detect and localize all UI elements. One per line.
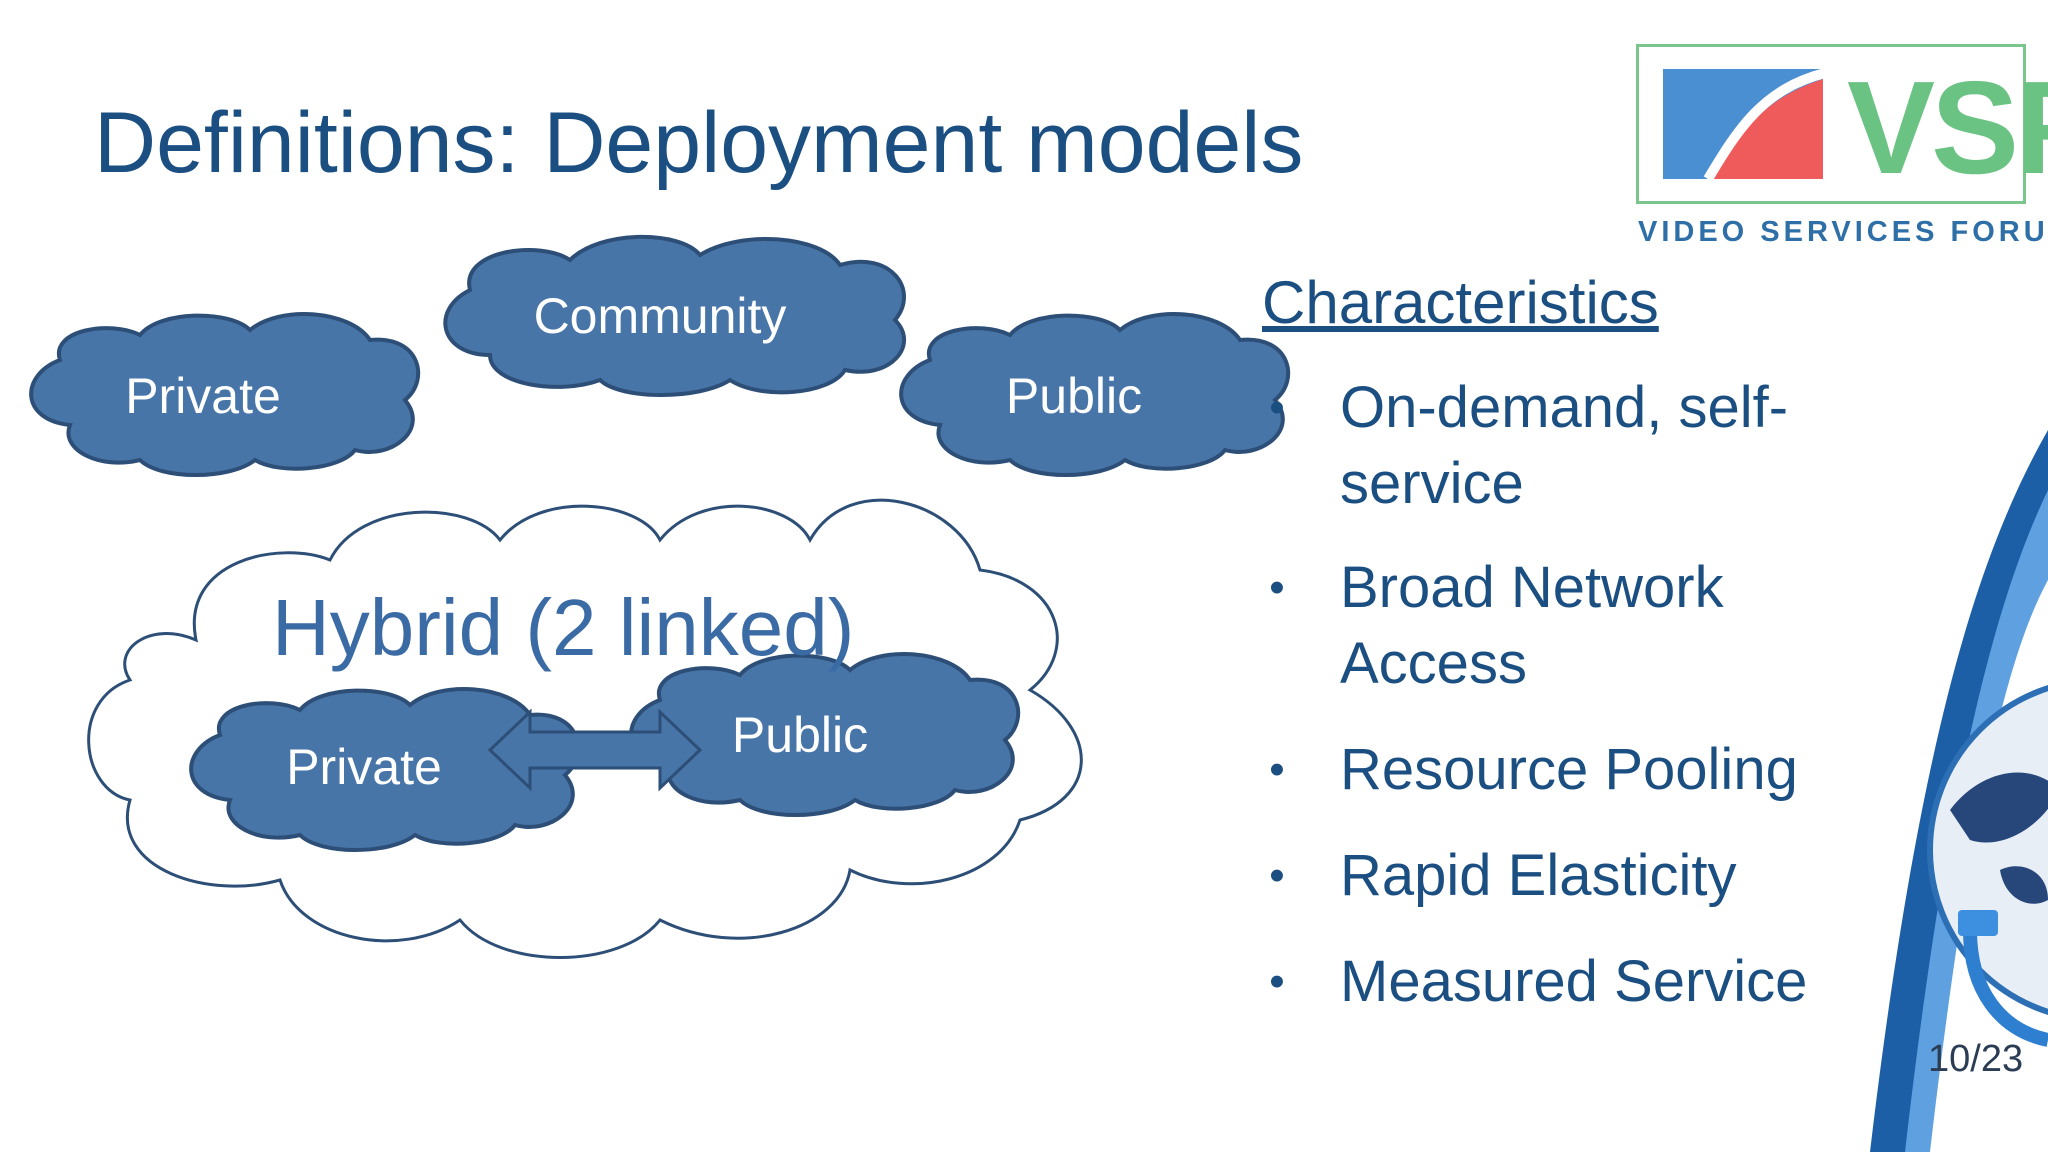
characteristics-heading: Characteristics: [1262, 269, 1659, 336]
list-item-text: Measured Service: [1340, 949, 1808, 1014]
bullet-icon: •: [1269, 745, 1285, 794]
hybrid-public-cloud: [629, 652, 1021, 817]
globe-decoration-icon: [1870, 430, 2048, 1152]
community-cloud: [443, 234, 907, 397]
bullet-icon: •: [1269, 563, 1285, 612]
private-cloud: [29, 312, 421, 477]
list-item: • Resource Pooling: [1262, 732, 1862, 808]
hybrid-title: Hybrid (2 linked): [272, 583, 855, 672]
vsf-logo: VSF VIDEO SERVICES FORUM: [1636, 44, 2048, 250]
logo-mark-text: VSF: [1847, 54, 2048, 201]
list-item-text: Broad Network Access: [1340, 555, 1724, 696]
list-item: • On-demand, self-service: [1262, 370, 1862, 522]
page-number: 10/23: [1928, 1038, 2024, 1080]
logo-frame: VSF: [1636, 44, 2048, 204]
list-item: • Measured Service: [1262, 944, 1862, 1020]
bullet-icon: •: [1269, 957, 1285, 1006]
hybrid-private-label: Private: [286, 739, 442, 795]
hybrid-public-label: Public: [731, 707, 869, 763]
characteristics-list: • On-demand, self-service • Broad Networ…: [1262, 370, 1862, 1050]
community-label: Community: [533, 288, 787, 344]
list-item-text: Resource Pooling: [1340, 737, 1798, 802]
list-item: • Rapid Elasticity: [1262, 838, 1862, 914]
link-arrow-icon: [487, 708, 703, 792]
bullet-icon: •: [1269, 383, 1285, 432]
slide-title: Definitions: Deployment models: [94, 95, 1304, 191]
list-item-text: Rapid Elasticity: [1340, 843, 1737, 908]
public-label: Public: [1005, 368, 1143, 424]
list-item: • Broad Network Access: [1262, 550, 1862, 702]
logo-tagline: VIDEO SERVICES FORUM: [1638, 216, 2048, 248]
bullet-icon: •: [1269, 851, 1285, 900]
private-label: Private: [125, 368, 281, 424]
list-item-text: On-demand, self-service: [1340, 375, 1789, 516]
logo-swoosh-icon: [1663, 68, 1827, 182]
public-cloud: [899, 312, 1291, 477]
hybrid-private-cloud: [189, 687, 581, 852]
